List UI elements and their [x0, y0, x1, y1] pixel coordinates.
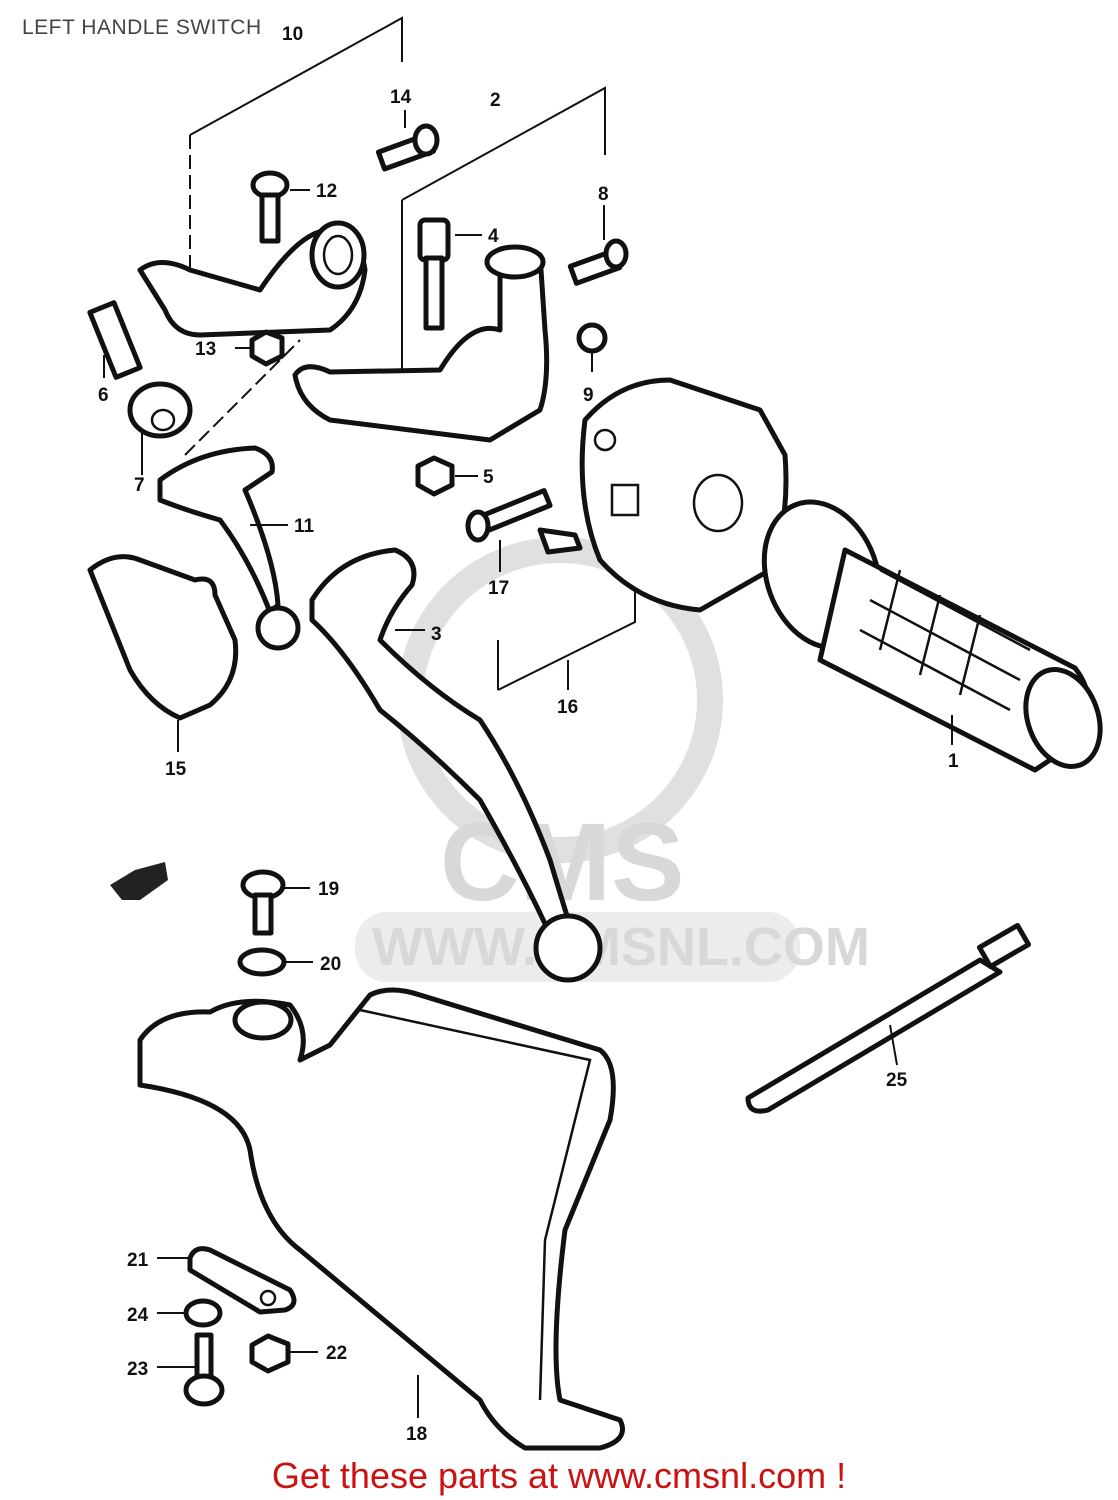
callout-22: 22	[326, 1343, 347, 1364]
callout-16: 16	[557, 697, 578, 718]
callout-7: 7	[134, 475, 145, 496]
part-7-locknut	[127, 381, 193, 439]
part-23-bolt	[183, 1332, 225, 1407]
callout-3: 3	[431, 624, 442, 645]
callout-24: 24	[127, 1305, 149, 1326]
callout-19: 19	[318, 879, 339, 900]
callout-8: 8	[598, 184, 609, 205]
callout-9: 9	[583, 385, 594, 406]
part-10-lever-bracket	[137, 220, 368, 338]
callout-13: 13	[195, 339, 216, 360]
callout-14: 14	[390, 87, 412, 108]
footer-promo-text: Get these parts at www.cmsnl.com !	[271, 1455, 847, 1496]
part-18-hand-guard	[137, 987, 625, 1451]
watermark-url: WWW.CMSNL.COM	[372, 917, 870, 977]
part-1-grip	[761, 499, 1103, 773]
part-19-screw	[240, 869, 286, 936]
callout-11: 11	[294, 516, 315, 537]
callout-10: 10	[282, 24, 303, 45]
callout-6: 6	[98, 385, 109, 406]
callout-15: 15	[165, 759, 187, 780]
part-16-switch-housing	[537, 377, 789, 613]
part-14-bolt	[375, 123, 440, 172]
part-22-nut	[249, 1333, 291, 1374]
part-21-plate	[187, 1246, 297, 1315]
assembly-brackets	[184, 16, 636, 691]
callout-20: 20	[320, 954, 341, 975]
part-12-screw	[250, 170, 290, 244]
callout-23: 23	[127, 1359, 148, 1380]
callout-12: 12	[316, 181, 337, 202]
callout-5: 5	[483, 467, 494, 488]
part-3-lever	[309, 547, 603, 983]
part-24-washer	[183, 1298, 223, 1328]
part-25-strap	[745, 922, 1032, 1114]
part-17-screw	[465, 488, 553, 543]
callout-2: 2	[490, 90, 501, 111]
page-title: LEFT HANDLE SWITCH	[22, 16, 262, 39]
part-11-lever	[157, 445, 301, 651]
part-13-nut	[249, 329, 285, 367]
callout-17: 17	[488, 578, 509, 599]
arrow-mark	[110, 862, 168, 900]
part-20-washer	[237, 947, 287, 977]
callout-18: 18	[406, 1424, 427, 1445]
part-4-bolt	[417, 217, 451, 331]
callout-numbers: 1 2 3 4 5 6 7 8 9 10 11 12 13 14 15 16 1…	[98, 24, 959, 1445]
part-15-lever-cover	[87, 554, 239, 721]
callout-4: 4	[488, 226, 499, 247]
part-8-screw	[567, 238, 629, 286]
part-5-nut	[415, 455, 455, 497]
leader-lines	[103, 110, 953, 1418]
callout-25: 25	[886, 1070, 908, 1091]
callout-1: 1	[948, 751, 959, 772]
part-2-holder	[292, 244, 550, 443]
part-6-adjuster	[87, 300, 143, 380]
part-9-washer	[576, 322, 608, 354]
callout-21: 21	[127, 1250, 149, 1271]
